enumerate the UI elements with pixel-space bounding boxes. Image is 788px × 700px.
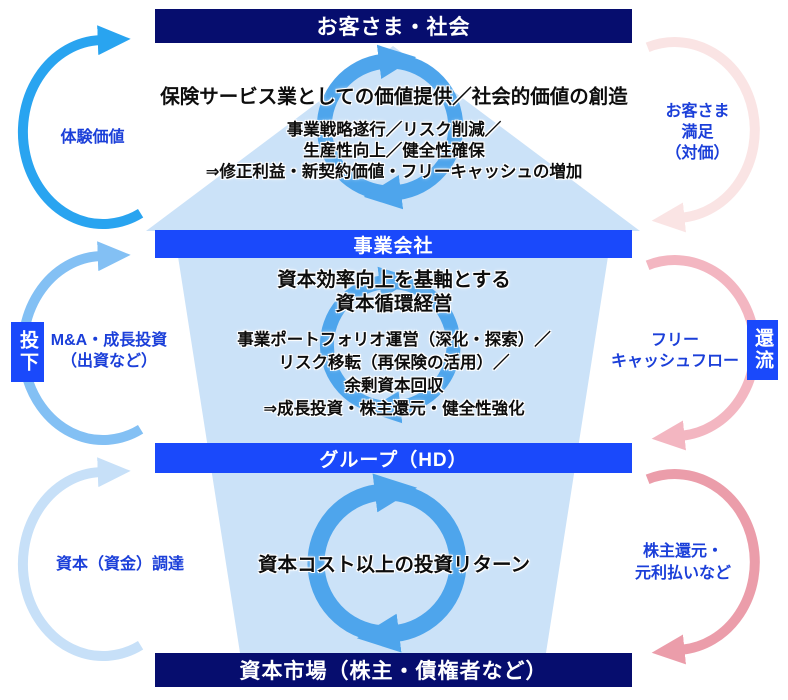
tab-invest: 投下 xyxy=(11,322,44,382)
cycle-arrows-icon xyxy=(307,473,467,653)
left-flow-arc-top xyxy=(17,25,144,230)
left-flow-arc-bottom xyxy=(17,457,144,662)
right-flow-label-customer-satisfaction: お客さま 満足 （対価） xyxy=(665,103,730,162)
section-customers-heading: 保険サービス業としての価値提供／社会的価値の創造 xyxy=(160,86,628,108)
layer-bar-capital-market: 資本市場（株主・債権者など） xyxy=(155,653,632,687)
left-flow-label-experience-value: 体験価値 xyxy=(60,129,125,146)
tab-return-flow: 還流 xyxy=(747,320,778,380)
right-flow-label-free-cash-flow: フリー キャッシュフロー xyxy=(610,332,739,370)
left-flow-label-ma-growth-investment: M&A・成長投資 （出資など） xyxy=(50,332,168,370)
section-business-heading: 資本効率向上を基軸とする 資本循環経営 xyxy=(277,269,511,315)
left-flow-label-capital-funding: 資本（資金）調達 xyxy=(55,556,184,573)
cycle-arrows-icon xyxy=(319,266,461,424)
right-flow-label-shareholder-returns: 株主還元・ 元利払いなど xyxy=(634,543,731,582)
big-up-arrow-shape xyxy=(146,46,640,653)
section-customers-details: 事業戦略遂行／リスク削減／ 生産性向上／健全性確保 ⇒修正利益・新契約価値・フリ… xyxy=(205,121,583,181)
right-flow-arc-top xyxy=(645,37,760,233)
layer-bar-group-hd: グループ（HD） xyxy=(155,443,632,473)
section-business-details: 事業ポートフォリオ運営（深化・探索）／ リスク移転（再保険の活用）／ 余剰資本回… xyxy=(237,331,551,418)
layer-bar-business-companies: 事業会社 xyxy=(155,230,632,258)
layer-bar-customers-society: お客さま・社会 xyxy=(155,9,632,43)
right-flow-arc-bottom xyxy=(645,469,760,665)
cycle-arrows-icon xyxy=(316,44,464,210)
section-group-heading: 資本コスト以上の投資リターン xyxy=(257,554,531,576)
